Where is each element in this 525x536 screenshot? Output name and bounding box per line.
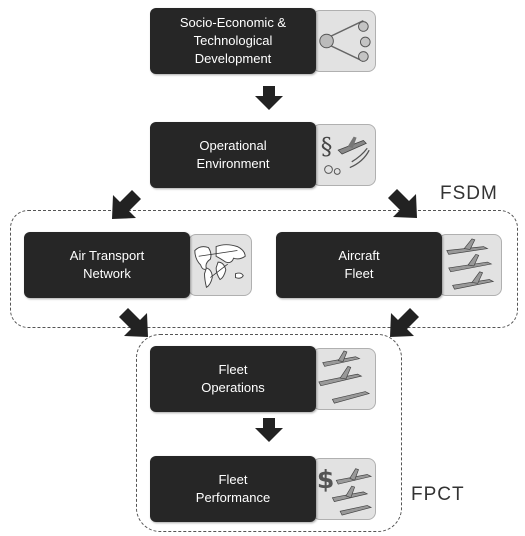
- svg-text:§: §: [321, 133, 333, 160]
- arrow-fleet-to-operations: [390, 308, 419, 337]
- fpct-label: FPCT: [411, 484, 465, 505]
- node-air-transport-network-label: Air Transport Network: [24, 232, 190, 298]
- arrow-operational-to-fleet: [388, 189, 417, 218]
- fsdm-label: FSDM: [440, 183, 498, 204]
- aircraft-fleet-icon: [438, 234, 502, 296]
- node-fleet-performance-label: Fleet Performance: [150, 456, 316, 522]
- arrow-network-to-operations: [119, 308, 148, 337]
- flying-aircraft-icon: [312, 348, 376, 410]
- world-map-icon: [188, 234, 252, 296]
- node-air-transport-network: Air Transport Network: [24, 232, 264, 298]
- regulation-aircraft-icon: §: [312, 124, 376, 186]
- fsdm-group-border: [10, 210, 518, 328]
- node-operational-environment-label: Operational Environment: [150, 122, 316, 188]
- population-growth-icon: [312, 10, 376, 72]
- node-socio-economic-label: Socio-Economic & Technological Developme…: [150, 8, 316, 74]
- node-operational-environment: Operational Environment §: [150, 122, 388, 188]
- node-aircraft-fleet: Aircraft Fleet: [276, 232, 514, 298]
- arrow-operations-to-performance: [255, 418, 283, 442]
- node-fleet-operations: Fleet Operations: [150, 346, 388, 412]
- svg-text:$: $: [317, 465, 335, 494]
- node-fleet-operations-label: Fleet Operations: [150, 346, 316, 412]
- arrow-socio-to-operational: [255, 86, 283, 110]
- fpct-group-border: [136, 334, 402, 532]
- dollar-aircraft-icon: $: [312, 458, 376, 520]
- arrow-operational-to-network: [112, 190, 141, 219]
- node-fleet-performance: Fleet Performance $: [150, 456, 388, 522]
- node-socio-economic: Socio-Economic & Technological Developme…: [150, 8, 388, 74]
- node-aircraft-fleet-label: Aircraft Fleet: [276, 232, 442, 298]
